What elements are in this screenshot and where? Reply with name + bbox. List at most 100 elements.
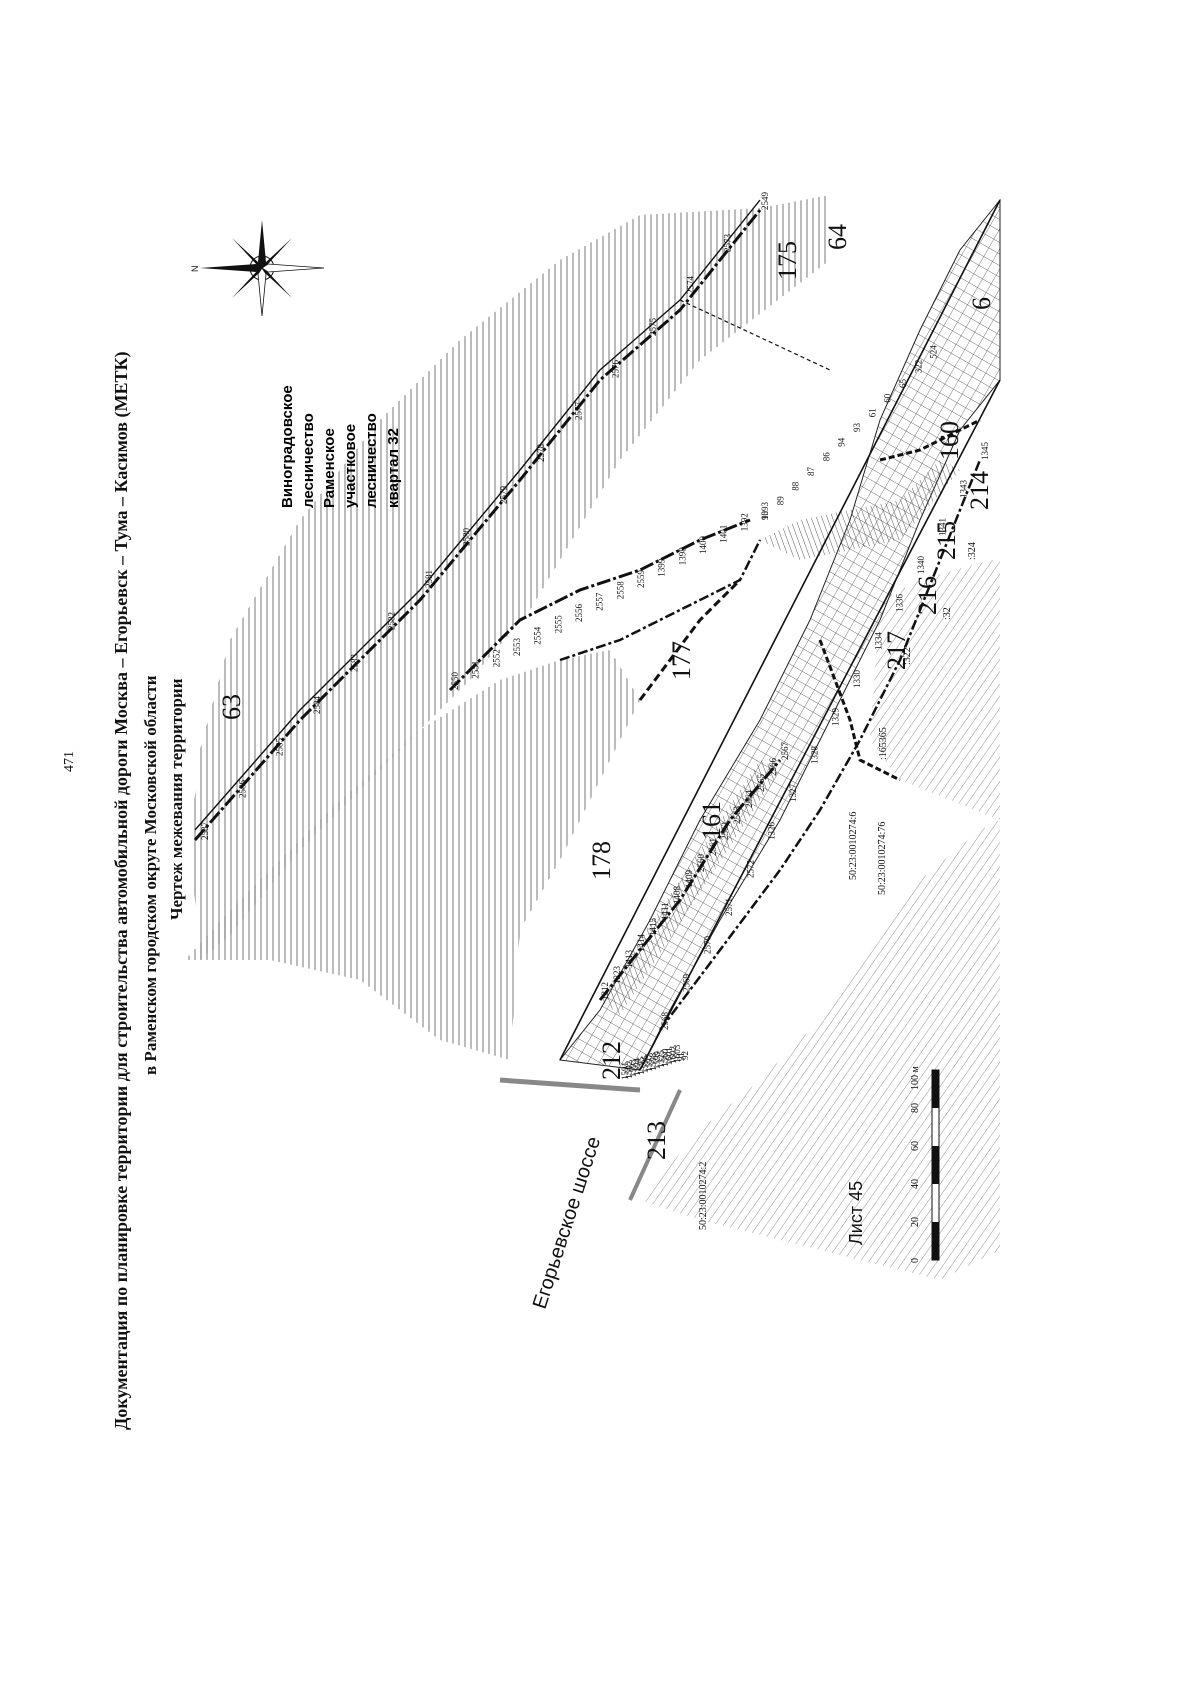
- scale-tick-label: 80: [910, 1103, 921, 1113]
- forest-label-line: лесничество: [363, 413, 380, 508]
- point-label: 1597: [644, 1054, 654, 1073]
- point-label: 2568: [660, 1012, 670, 1031]
- forest-label: Виноградовское лесничество Раменское уча…: [279, 385, 402, 508]
- point-label: 65: [898, 379, 908, 389]
- point-label: 2555: [553, 615, 563, 634]
- point-label: 2586: [237, 780, 247, 799]
- point-label: 89: [775, 496, 785, 506]
- point-label: 1312: [600, 982, 610, 1000]
- point-label: 1408: [672, 886, 682, 905]
- zone-number: 6: [967, 297, 996, 310]
- point-label: 1325: [656, 1050, 666, 1069]
- point-label: 2583: [349, 654, 359, 673]
- forest-label-line: участковое: [342, 424, 359, 508]
- point-label: 88: [791, 481, 801, 491]
- point-label: 2572: [745, 860, 755, 878]
- point-label: 1602: [668, 1046, 678, 1064]
- cadastral-labels: 50:23:0010274:2 50:23:0010274:6 50:23:00…: [698, 542, 978, 1230]
- point-label: 93: [852, 423, 862, 433]
- zone-number: 216: [913, 576, 942, 615]
- zone-number: 64: [823, 224, 852, 250]
- scale-tick-label: 20: [910, 1217, 921, 1227]
- boundary-lines: [193, 199, 1001, 1201]
- north-label: N: [190, 266, 200, 273]
- cadastral-label: :322: [902, 647, 913, 665]
- forest-label-line: лесничество: [300, 413, 317, 508]
- point-label: 2560: [696, 854, 706, 873]
- point-label: 1345: [980, 442, 990, 461]
- point-label: 1592: [624, 1061, 634, 1079]
- point-label: 94: [837, 437, 847, 447]
- point-label: 1326: [767, 822, 777, 841]
- point-label: 1593: [628, 1059, 638, 1078]
- point-label: 1323: [612, 966, 622, 985]
- point-label: 1401: [719, 525, 729, 543]
- point-label: 2554: [533, 626, 543, 645]
- point-label: 2576: [611, 360, 621, 379]
- point-label: 2584: [312, 696, 322, 715]
- point-label: 1400: [698, 536, 708, 555]
- point-label: 1414: [636, 934, 646, 953]
- point-label: 2558: [615, 581, 625, 600]
- parcel-area-hatched: [640, 560, 1000, 1280]
- point-label: 2549: [760, 192, 770, 211]
- zone-number: 177: [667, 641, 696, 680]
- scale-tick-label: 100 м: [910, 1066, 921, 1091]
- scale-tick-label: 60: [910, 1141, 921, 1151]
- point-label: 2563: [732, 806, 742, 825]
- forest-label-line: Раменское: [321, 428, 338, 508]
- point-label: 2566: [768, 758, 778, 777]
- point-labels: 2587258625852584258325822581258025792578…: [200, 192, 990, 1081]
- cadastral-label: 50:23:0010274:2: [698, 1162, 709, 1230]
- point-label: 2587: [200, 822, 210, 841]
- point-label: 322: [913, 360, 923, 374]
- point-label: 1596: [640, 1055, 650, 1074]
- point-label: 2579: [499, 486, 509, 505]
- point-label: 2575: [648, 318, 658, 337]
- point-label: 1327: [788, 784, 798, 803]
- zone-number: 178: [587, 841, 616, 880]
- point-label: 87: [806, 467, 816, 477]
- zone-number: 213: [642, 1121, 671, 1160]
- point-label: 2564: [744, 790, 754, 809]
- point-label: 2557: [595, 592, 605, 611]
- north-arrow-icon: N: [190, 220, 325, 317]
- cadastral-label: :165365: [878, 727, 889, 760]
- point-label: 2561: [708, 838, 718, 856]
- sheet-label: Лист 45: [846, 1181, 866, 1245]
- cadastral-label: :32: [942, 607, 953, 620]
- point-label: 90: [760, 511, 770, 521]
- point-label: 92: [680, 1051, 690, 1060]
- point-label: 1329: [831, 708, 841, 727]
- cadastral-label: 50:23:0010274:6: [848, 812, 859, 880]
- point-label: 2581: [424, 570, 434, 588]
- point-label: 1595: [636, 1056, 646, 1075]
- point-label: 1393: [760, 502, 770, 521]
- point-label: 2559: [636, 570, 646, 589]
- scale-tick-label: 40: [910, 1179, 921, 1189]
- point-label: 1415: [648, 918, 658, 937]
- point-label: 1330: [852, 670, 862, 689]
- point-label: 1594: [632, 1058, 642, 1077]
- point-label: 2569: [681, 974, 691, 993]
- point-label: 2565: [756, 774, 766, 793]
- point-label: 2574: [685, 276, 695, 295]
- point-label: 1409: [684, 870, 694, 889]
- point-label: 2567: [780, 742, 790, 761]
- zone-number: 217: [882, 631, 911, 670]
- point-label: 1411: [660, 902, 670, 920]
- point-label: 524: [929, 345, 939, 359]
- point-label: 1341: [937, 518, 947, 536]
- forest-label-line: квартал 32: [385, 428, 402, 508]
- cadastral-label: :324: [967, 542, 978, 560]
- zone-numbers: 63 64 175 178 177 161 212 213 214 215 21…: [217, 224, 996, 1160]
- scale-bar: 0 20 40 60 80 100 м: [910, 1066, 940, 1263]
- point-label: 2585: [275, 738, 285, 757]
- point-label: 61: [867, 408, 877, 417]
- scale-tick-label: 0: [910, 1258, 921, 1263]
- point-label: 2550: [450, 672, 460, 691]
- zone-number: 161: [697, 801, 726, 840]
- point-label: 1334: [873, 632, 883, 651]
- point-label: 2553: [512, 638, 522, 657]
